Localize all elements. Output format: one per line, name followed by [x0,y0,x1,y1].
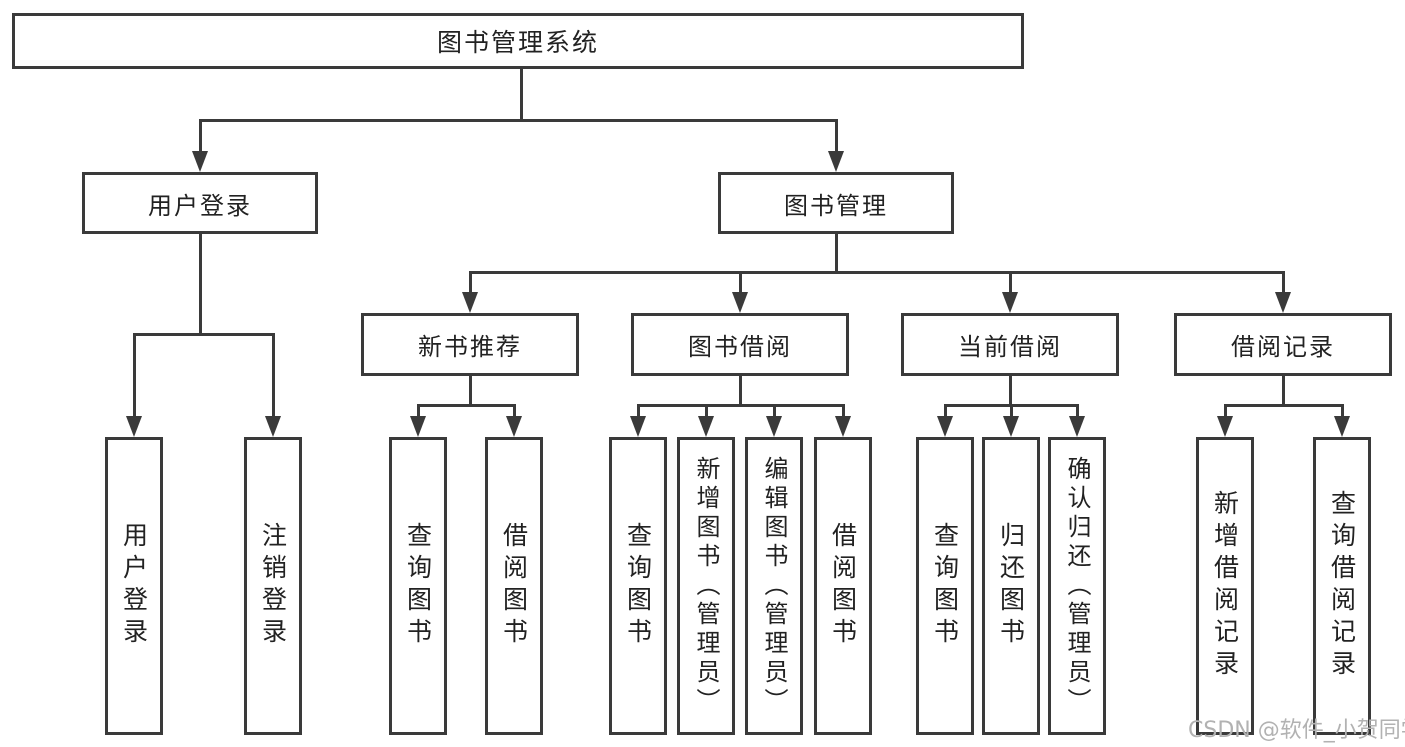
connector-line [944,404,947,418]
connector-line [637,404,845,407]
connector-line [739,376,742,406]
node-add-books-admin: 新增图书（管理员） [677,437,735,735]
node-label: 借阅图书 [499,522,529,650]
node-label: 新增借阅记录 [1210,490,1240,682]
arrow-down-icon [1003,416,1019,437]
connector-line [133,333,136,418]
connector-line [842,404,845,418]
arrow-down-icon [1275,292,1291,313]
connector-line [835,119,838,154]
node-library-management-system: 图书管理系统 [12,13,1024,69]
arrow-down-icon [192,151,208,172]
node-label: 新增图书（管理员） [692,455,720,717]
node-user-login-leaf: 用户登录 [105,437,163,735]
node-label: 查询图书 [930,522,960,650]
arrow-down-icon [828,151,844,172]
connector-line [520,68,523,120]
connector-line [1224,404,1227,418]
arrow-down-icon [410,416,426,437]
node-label: 新书推荐 [418,333,522,361]
node-label: 借阅记录 [1231,333,1335,361]
node-new-book-recommendation: 新书推荐 [361,313,579,376]
arrow-down-icon [766,416,782,437]
node-borrowing-records: 借阅记录 [1174,313,1392,376]
node-label: 用户登录 [119,522,149,650]
arrow-down-icon [126,416,142,437]
connector-line [1010,404,1013,418]
node-label: 图书管理系统 [436,28,599,57]
node-current-borrowing: 当前借阅 [901,313,1119,376]
connector-line [133,333,275,336]
node-book-management: 图书管理 [718,172,954,234]
connector-line [1341,404,1344,418]
arrow-down-icon [835,416,851,437]
arrow-down-icon [630,416,646,437]
arrow-down-icon [1069,416,1085,437]
connector-line [739,271,742,294]
connector-line [835,234,838,273]
connector-line [469,271,472,294]
node-label: 归还图书 [996,522,1026,650]
connector-line [469,271,1285,274]
node-label: 编辑图书（管理员） [760,455,788,717]
arrow-down-icon [506,416,522,437]
node-user-login: 用户登录 [82,172,318,234]
node-label: 图书借阅 [688,333,792,361]
node-confirm-return-admin: 确认归还（管理员） [1048,437,1106,735]
connector-line [637,404,640,418]
connector-line [469,376,472,406]
connector-line [1224,404,1344,407]
arrow-down-icon [462,292,478,313]
connector-line [417,404,420,418]
node-borrow-books-recommend: 借阅图书 [485,437,543,735]
arrow-down-icon [1217,416,1233,437]
connector-line [1076,404,1079,418]
connector-line [773,404,776,418]
node-query-borrow-record: 查询借阅记录 [1313,437,1371,735]
connector-line [199,234,202,335]
node-label: 图书管理 [784,191,888,220]
node-borrow-books-borrowing: 借阅图书 [814,437,872,735]
connector-line [1009,271,1012,294]
arrow-down-icon [698,416,714,437]
node-label: 确认归还（管理员） [1063,455,1091,717]
node-query-books-borrowing: 查询图书 [609,437,667,735]
connector-line [272,333,275,418]
node-add-borrow-record: 新增借阅记录 [1196,437,1254,735]
node-label: 借阅图书 [828,522,858,650]
node-label: 查询图书 [623,522,653,650]
node-return-books: 归还图书 [982,437,1040,735]
connector-line [199,119,202,154]
connector-line [513,404,516,418]
arrow-down-icon [1002,292,1018,313]
node-book-borrowing: 图书借阅 [631,313,849,376]
arrow-down-icon [732,292,748,313]
connector-line [1282,376,1285,406]
arrow-down-icon [265,416,281,437]
node-query-books-current: 查询图书 [916,437,974,735]
connector-line [417,404,516,407]
node-logout-leaf: 注销登录 [244,437,302,735]
connector-line [1009,376,1012,406]
connector-line [199,119,838,122]
node-label: 查询图书 [403,522,433,650]
node-query-books-recommend: 查询图书 [389,437,447,735]
node-label: 用户登录 [148,191,252,220]
node-edit-books-admin: 编辑图书（管理员） [745,437,803,735]
connector-line [705,404,708,418]
connector-line [1282,271,1285,294]
arrow-down-icon [1334,416,1350,437]
watermark: CSDN @软件_小贺同学 [1188,718,1405,743]
node-label: 注销登录 [258,522,288,650]
node-label: 当前借阅 [958,333,1062,361]
arrow-down-icon [937,416,953,437]
node-label: 查询借阅记录 [1327,490,1357,682]
